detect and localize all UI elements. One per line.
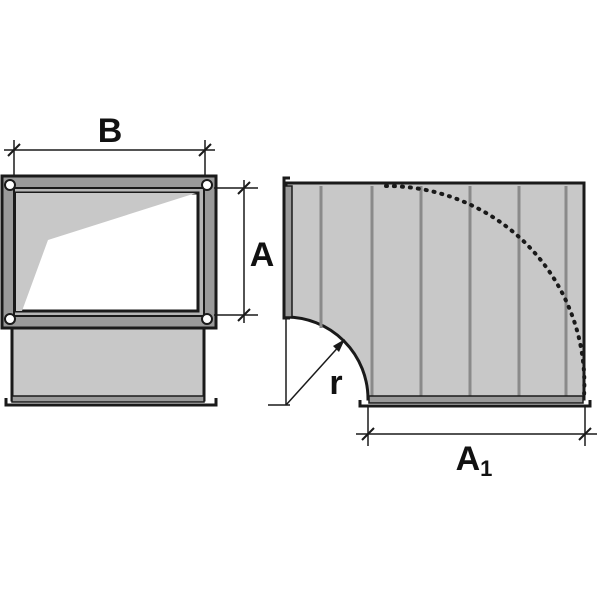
label-a1-main: A	[456, 440, 481, 478]
elbow-seams	[319, 186, 568, 396]
label-a: A	[250, 236, 275, 274]
dimension-a1: A1	[356, 406, 597, 481]
dimension-b: B	[4, 112, 215, 176]
label-r: r	[329, 364, 342, 402]
bolt-top-right	[201, 179, 213, 191]
front-interior-shade	[16, 193, 196, 311]
bottom-flange-strip	[368, 395, 584, 404]
elbow-body	[284, 181, 586, 401]
dimension-a: A	[214, 180, 274, 323]
front-duct-body	[10, 326, 206, 402]
front-duct-bottom-strip	[11, 395, 205, 403]
bottom-flange-line	[358, 400, 592, 408]
bolt-top-left	[4, 179, 16, 191]
outer-radius-dotted	[384, 183, 587, 398]
front-view	[0, 174, 218, 407]
side-view: r	[268, 176, 592, 408]
label-a1: A1	[456, 440, 493, 481]
left-flange-line	[282, 176, 290, 320]
front-base-line	[4, 398, 218, 407]
radius-arrowhead	[333, 339, 345, 352]
label-b: B	[98, 112, 123, 150]
bolt-bottom-right	[201, 313, 213, 325]
bolt-bottom-left	[4, 313, 16, 325]
label-a1-sub: 1	[480, 456, 492, 481]
radius-arrow-line	[285, 342, 343, 406]
